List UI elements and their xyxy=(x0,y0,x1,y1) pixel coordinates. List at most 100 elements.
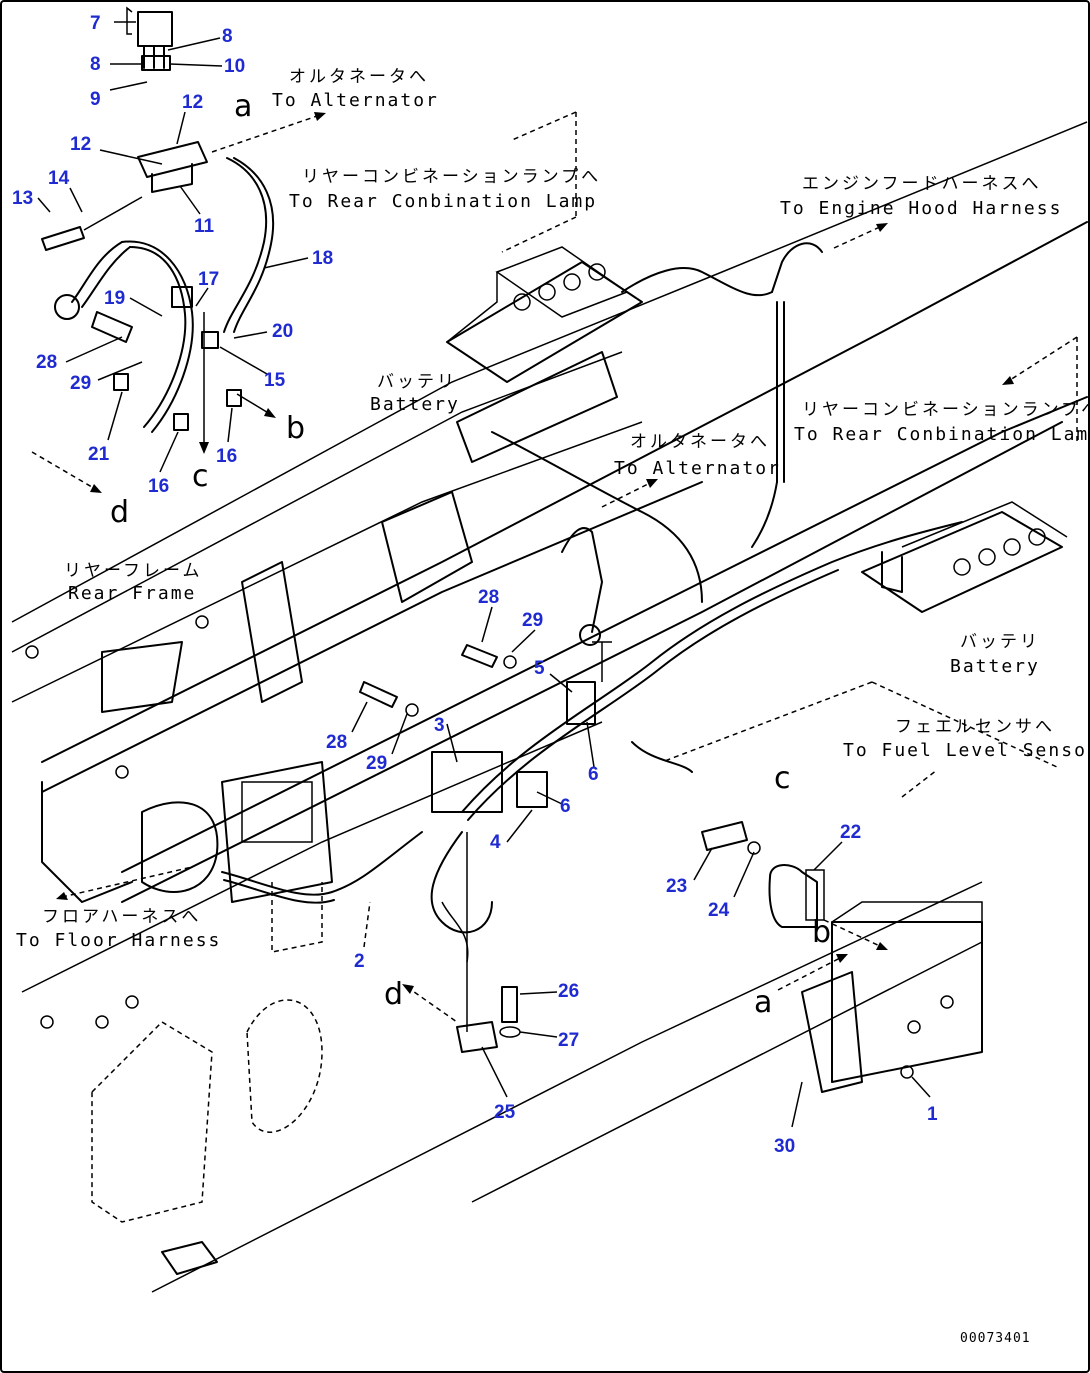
part-number-13: 13 xyxy=(12,188,33,209)
part-number-21: 21 xyxy=(88,444,110,465)
callout-to-alternator-top-jp: オルタネータへ xyxy=(289,67,429,87)
callout-leaders xyxy=(56,111,1078,1023)
part-number-9: 9 xyxy=(90,89,101,110)
hitch-block xyxy=(221,761,333,903)
part-number-2: 2 xyxy=(354,951,365,972)
part-number-28: 28 xyxy=(36,352,57,373)
part-number-27: 27 xyxy=(558,1030,579,1051)
callout-battery-right-jp: バッテリ xyxy=(960,632,1040,652)
main-harness xyxy=(221,242,963,1032)
part-number-25: 25 xyxy=(494,1102,516,1123)
callout-to-floor-harness-jp: フロアハーネスへ xyxy=(42,907,201,927)
washer-24 xyxy=(747,841,761,855)
part-number-12: 12 xyxy=(70,134,91,155)
reference-letter-d: d xyxy=(110,495,129,530)
part-number-17: 17 xyxy=(198,269,219,290)
part-number-1: 1 xyxy=(927,1104,938,1125)
callout-rear-frame-jp: リヤーフレーム xyxy=(64,561,202,581)
part-number-29: 29 xyxy=(70,373,91,394)
callout-to-alternator-mid-jp: オルタネータへ xyxy=(630,432,770,452)
part-number-8: 8 xyxy=(90,54,101,75)
part-number-29: 29 xyxy=(366,753,387,774)
part-number-14: 14 xyxy=(48,168,70,189)
callout-to-fuel-sensor-en: To Fuel Level Sensor xyxy=(843,740,1090,761)
bottom-cover xyxy=(91,1021,213,1223)
inset-harness xyxy=(223,157,268,333)
component-22 xyxy=(768,864,818,928)
bolt-28-low xyxy=(359,681,398,708)
part-number-8: 8 xyxy=(222,26,233,47)
bracket-11 xyxy=(137,141,208,178)
callout-to-fuel-sensor-jp: フェエルセンサへ xyxy=(895,717,1055,737)
part-number-19: 19 xyxy=(104,288,125,309)
bolt-23 xyxy=(701,821,748,851)
bolt-13 xyxy=(41,226,85,251)
callout-battery-left-jp: バッテリ xyxy=(377,372,457,392)
battery-left-box xyxy=(446,246,643,463)
callout-texts: オルタネータへ To Alternator リヤーコンビネーションランプへ To… xyxy=(16,67,1090,951)
part-number-10: 10 xyxy=(224,56,245,77)
reference-letter-c: c xyxy=(774,761,791,796)
bolt-28-mid xyxy=(461,644,498,668)
part-number-7: 7 xyxy=(90,13,101,34)
part-number-22: 22 xyxy=(840,822,861,843)
part-number-18: 18 xyxy=(312,248,333,269)
part-leaders xyxy=(351,606,931,1128)
callout-battery-right-en: Battery xyxy=(950,656,1040,677)
washer-29-low xyxy=(405,703,419,717)
part-number-30: 30 xyxy=(774,1136,795,1157)
part-number-23: 23 xyxy=(666,876,687,897)
bracket-30 xyxy=(801,971,863,1093)
part-number-20: 20 xyxy=(272,321,293,342)
reference-letter-d: d xyxy=(384,977,403,1012)
callout-to-engine-hood-en: To Engine Hood Harness xyxy=(780,198,1062,219)
callout-battery-left-en: Battery xyxy=(370,394,460,415)
part-number-3: 3 xyxy=(434,715,445,736)
reference-letter-b: b xyxy=(812,915,831,950)
clip-25 xyxy=(456,1021,498,1053)
part-number-16: 16 xyxy=(216,446,237,467)
callout-to-engine-hood-jp: エンジンフードハーネスへ xyxy=(802,174,1042,194)
callout-to-rear-combination-top-en: To Rear Conbination Lamp xyxy=(289,191,597,212)
reference-letter-b: b xyxy=(286,411,305,446)
callout-to-floor-harness-en: To Floor Harness xyxy=(16,930,221,951)
rear-frame xyxy=(11,121,1088,1293)
part-number-16: 16 xyxy=(148,476,169,497)
part-number-5: 5 xyxy=(534,658,545,679)
bracket-3 xyxy=(431,751,503,813)
part-number-4: 4 xyxy=(490,832,501,853)
part-number-29: 29 xyxy=(522,610,543,631)
callout-to-rear-combination-top-jp: リヤーコンビネーションランプへ xyxy=(302,167,601,187)
callout-to-alternator-top-en: To Alternator xyxy=(272,90,439,111)
reference-letter-a: a xyxy=(234,89,252,124)
drawing-code: 00073401 xyxy=(960,1331,1031,1346)
part-number-28: 28 xyxy=(326,732,347,753)
relay-block xyxy=(137,11,173,47)
callout-to-alternator-mid-en: To Alternator xyxy=(614,458,781,479)
clamp-6 xyxy=(516,771,548,808)
washer-27 xyxy=(499,1026,521,1038)
part-number-28: 28 xyxy=(478,587,499,608)
bolt-28-inset xyxy=(91,311,133,343)
hardware xyxy=(359,644,983,1093)
reference-letter-c: c xyxy=(192,459,209,494)
washer-29-mid xyxy=(503,655,517,669)
callout-rear-frame-en: Rear Frame xyxy=(68,583,196,604)
part-number-6: 6 xyxy=(588,764,599,785)
reference-letters: a b c d c b a d xyxy=(110,89,831,1020)
bolt-26 xyxy=(501,986,518,1023)
relay-bracket xyxy=(141,55,171,71)
connector-5 xyxy=(566,681,596,725)
part-number-15: 15 xyxy=(264,370,286,391)
part-number-26: 26 xyxy=(558,981,579,1002)
part-number-labels: 7 8 8 10 9 12 12 13 14 11 18 17 19 20 28… xyxy=(12,13,938,1157)
part-number-24: 24 xyxy=(708,900,730,921)
battery-right-box xyxy=(861,501,1068,613)
reference-letter-a: a xyxy=(754,985,772,1020)
part-number-11: 11 xyxy=(194,216,215,237)
inset-detail xyxy=(31,6,326,493)
part-number-6: 6 xyxy=(560,796,571,817)
part-number-12: 12 xyxy=(182,92,203,113)
